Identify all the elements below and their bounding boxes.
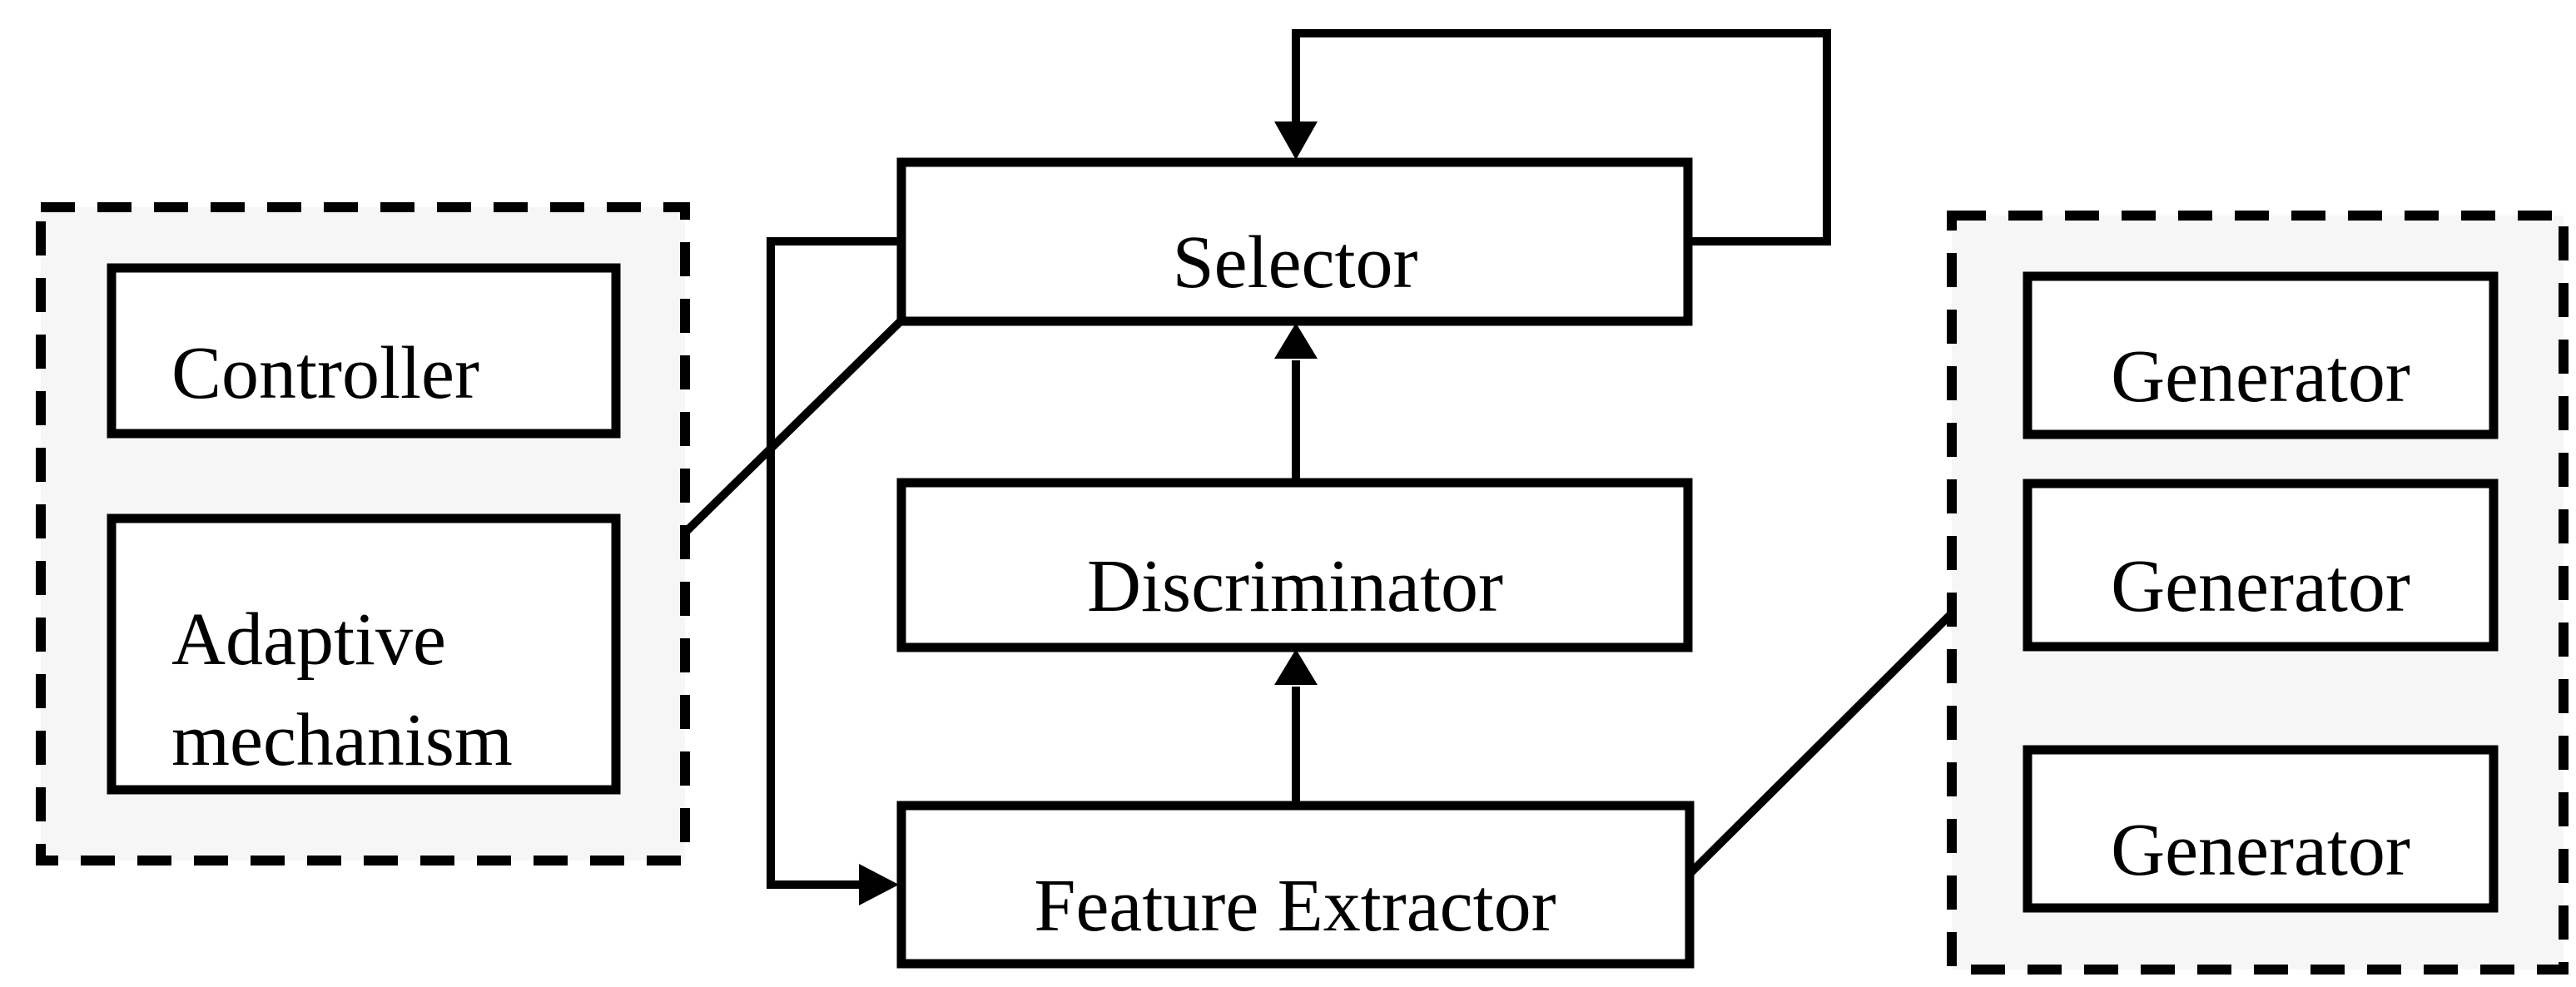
controller-box: [107, 263, 621, 439]
discriminator-node: Discriminator: [896, 478, 1693, 652]
generator-1-box: [2023, 271, 2499, 439]
generator-1-label: Generator: [2111, 335, 2410, 418]
selector-to-feature-extractor-line: [767, 237, 901, 889]
left-group-to-selector-line: [682, 317, 905, 536]
generator-2-node: Generator: [2023, 479, 2499, 652]
generator-3-label: Generator: [2111, 809, 2410, 891]
adaptive-mechanism-box: [107, 513, 621, 795]
discriminator-label: Discriminator: [1087, 545, 1503, 627]
selector-to-feature-extractor-arrowhead-icon: [859, 864, 899, 905]
feature-extractor-label: Feature Extractor: [1034, 865, 1556, 947]
controller-node: Controller: [107, 263, 621, 439]
adaptive-mechanism-node: Adaptive mechanism: [107, 513, 621, 795]
selector-self-loop-line: [1292, 29, 1831, 246]
selector-label: Selector: [1173, 221, 1418, 304]
feature-extractor-box: [896, 801, 1695, 969]
selector-self-loop-arrowhead-icon: [1274, 122, 1318, 160]
feature-extractor-to-discriminator-arrowhead-icon: [1274, 649, 1318, 685]
generator-2-box: [2023, 479, 2499, 652]
discriminator-to-selector-arrowhead-icon: [1274, 323, 1318, 359]
controller-label: Controller: [171, 332, 479, 414]
feature-extractor-node: Feature Extractor: [896, 801, 1695, 969]
generator-1-node: Generator: [2023, 271, 2499, 439]
feature-extractor-to-right-group-line: [1686, 610, 1955, 877]
generator-3-node: Generator: [2023, 745, 2499, 913]
generator-3-box: [2023, 745, 2499, 913]
selector-node: Selector: [896, 157, 1693, 326]
generator-2-label: Generator: [2111, 545, 2410, 627]
adaptive-mechanism-label-line2: mechanism: [171, 699, 513, 781]
selector-box: [896, 157, 1693, 326]
discriminator-box: [896, 478, 1693, 652]
adaptive-mechanism-label-line1: Adaptive: [171, 598, 446, 681]
